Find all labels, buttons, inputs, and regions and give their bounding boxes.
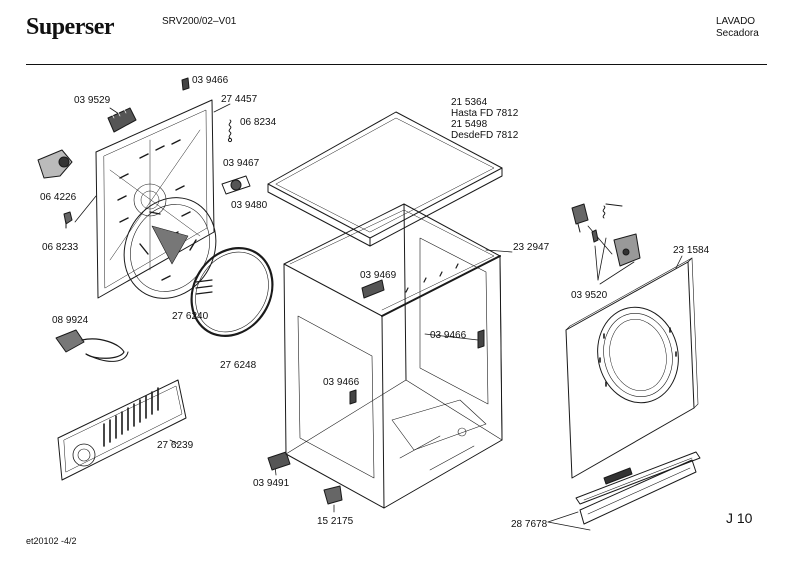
subcategory-label: Secadora — [716, 28, 759, 39]
part-number-label: 03 9520 — [571, 290, 608, 301]
drum-back-disc — [107, 181, 234, 314]
part-number-label: 27 6248 — [220, 360, 257, 371]
part-number-label: 27 4457 — [221, 94, 258, 105]
part-number-label: 03 9467 — [223, 158, 260, 169]
part-note-label: Hasta FD 7812 — [451, 108, 519, 119]
part-number-label: 15 2175 — [317, 516, 354, 527]
heater-element — [175, 233, 288, 351]
part-number-label: 21 5364 — [451, 97, 488, 108]
part-number-label: 28 7678 — [511, 519, 548, 530]
kick-plate — [58, 380, 186, 480]
part-note-label: DesdeFD 7812 — [451, 130, 519, 141]
part-number-label: 06 8233 — [42, 242, 79, 253]
terminal-block — [108, 108, 136, 132]
front-panel-group — [566, 204, 700, 524]
part-number-label: 03 9466 — [192, 75, 229, 86]
top-lid — [268, 112, 502, 246]
part-number-label: 03 9469 — [360, 270, 397, 281]
part-number-label: 03 9491 — [253, 478, 290, 489]
part-number-label: 08 9924 — [52, 315, 89, 326]
part-number-label: 21 5498 — [451, 119, 488, 130]
page-reference: J 10 — [726, 510, 753, 526]
part-number-label: 27 6239 — [157, 440, 194, 451]
part-number-label: 03 9466 — [323, 377, 360, 388]
power-cord — [56, 330, 84, 352]
part-number-label: 23 2947 — [513, 242, 550, 253]
part-number-label: 06 4226 — [40, 192, 77, 203]
brand-logo: Superser — [26, 14, 115, 40]
part-number-label: 03 9466 — [430, 330, 467, 341]
rear-panel-group — [38, 78, 342, 504]
model-number: SRV200/02–V01 — [162, 16, 237, 27]
part-number-label: 03 9480 — [231, 200, 268, 211]
part-number-label: 03 9529 — [74, 95, 111, 106]
part-number-label: 23 1584 — [673, 245, 710, 256]
part-number-label: 27 6240 — [172, 311, 209, 322]
part-number-label: 06 8234 — [240, 117, 277, 128]
document-id: et20102 -4/2 — [26, 536, 77, 546]
category-label: LAVADO — [716, 16, 756, 27]
cabinet-frame — [284, 204, 502, 508]
plinth-strip — [576, 452, 700, 504]
header-divider — [26, 64, 767, 65]
rear-panel — [96, 100, 214, 298]
